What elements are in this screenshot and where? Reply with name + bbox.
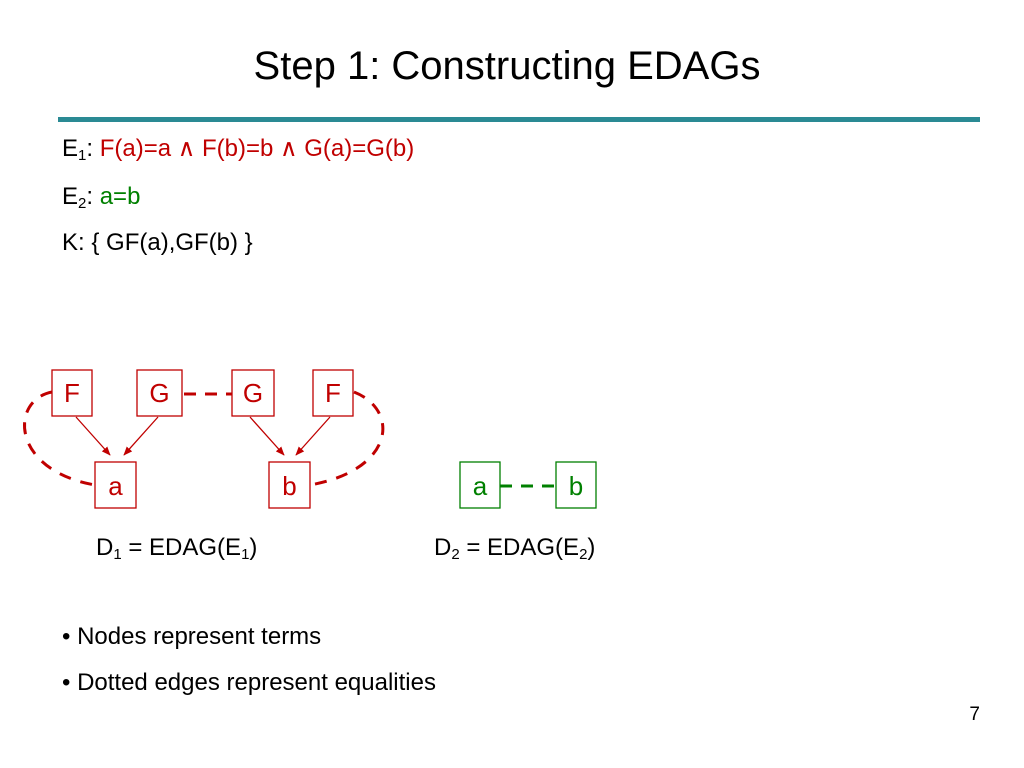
e2-colon: : — [86, 183, 94, 210]
e2-label: E — [62, 183, 79, 210]
caption-d2-d-sub: 2 — [451, 546, 460, 563]
svg-text:F: F — [64, 378, 80, 408]
e2-formula: a=b — [99, 183, 141, 210]
node-g1: G — [136, 369, 183, 417]
caption-d2-e-sub: 2 — [579, 546, 588, 563]
caption-d2-end: ) — [587, 534, 596, 561]
node-b: b — [268, 461, 311, 509]
svg-text:b: b — [282, 471, 296, 501]
e1-colon: : — [86, 135, 94, 162]
node-g2: G — [231, 369, 275, 417]
svg-text:a: a — [108, 471, 123, 501]
title-divider — [58, 117, 980, 122]
svg-text:F: F — [325, 378, 341, 408]
e2-subscript: 2 — [78, 195, 87, 212]
caption-d1-e-sub: 1 — [241, 546, 250, 563]
svg-text:a: a — [473, 471, 488, 501]
edge-g1-a — [123, 416, 159, 456]
slide-title: Step 1: Constructing EDAGs — [253, 44, 761, 88]
k-set: K: { GF(a),GF(b) } — [62, 229, 253, 256]
caption-d1-d-sub: 1 — [113, 546, 122, 563]
node-f1: F — [51, 369, 93, 417]
caption-d1-end: ) — [249, 534, 258, 561]
e1-formula: F(a)=a ∧ F(b)=b ∧ G(a)=G(b) — [99, 135, 415, 162]
svg-text:b: b — [569, 471, 583, 501]
caption-d2-d: D — [434, 534, 452, 561]
edge-f1-a — [75, 416, 111, 456]
caption-d1: D1 = EDAG(E1) — [96, 533, 257, 563]
caption-d1-d: D — [96, 534, 114, 561]
bullet-edges: • Dotted edges represent equalities — [62, 669, 436, 696]
page-number: 7 — [969, 704, 980, 725]
e1-label: E — [62, 135, 79, 162]
equation-e2: E2: a=b — [62, 182, 140, 212]
equation-e1: E1: F(a)=a ∧ F(b)=b ∧ G(a)=G(b) — [62, 134, 414, 164]
node-d2-a: a — [459, 461, 501, 509]
e1-subscript: 1 — [78, 147, 87, 164]
bullet-nodes: • Nodes represent terms — [62, 623, 322, 650]
svg-text:G: G — [149, 378, 169, 408]
caption-d1-mid: = EDAG(E — [121, 534, 242, 561]
equality-f1-a — [23, 390, 96, 487]
edge-g2-b — [249, 416, 285, 456]
equality-f2-b — [309, 390, 385, 487]
node-d2-b: b — [555, 461, 597, 509]
edge-f2-b — [295, 416, 331, 456]
node-f2: F — [312, 369, 354, 417]
svg-text:G: G — [243, 378, 263, 408]
caption-d2: D2 = EDAG(E2) — [434, 533, 595, 563]
caption-d2-mid: = EDAG(E — [459, 534, 580, 561]
node-a: a — [94, 461, 137, 509]
